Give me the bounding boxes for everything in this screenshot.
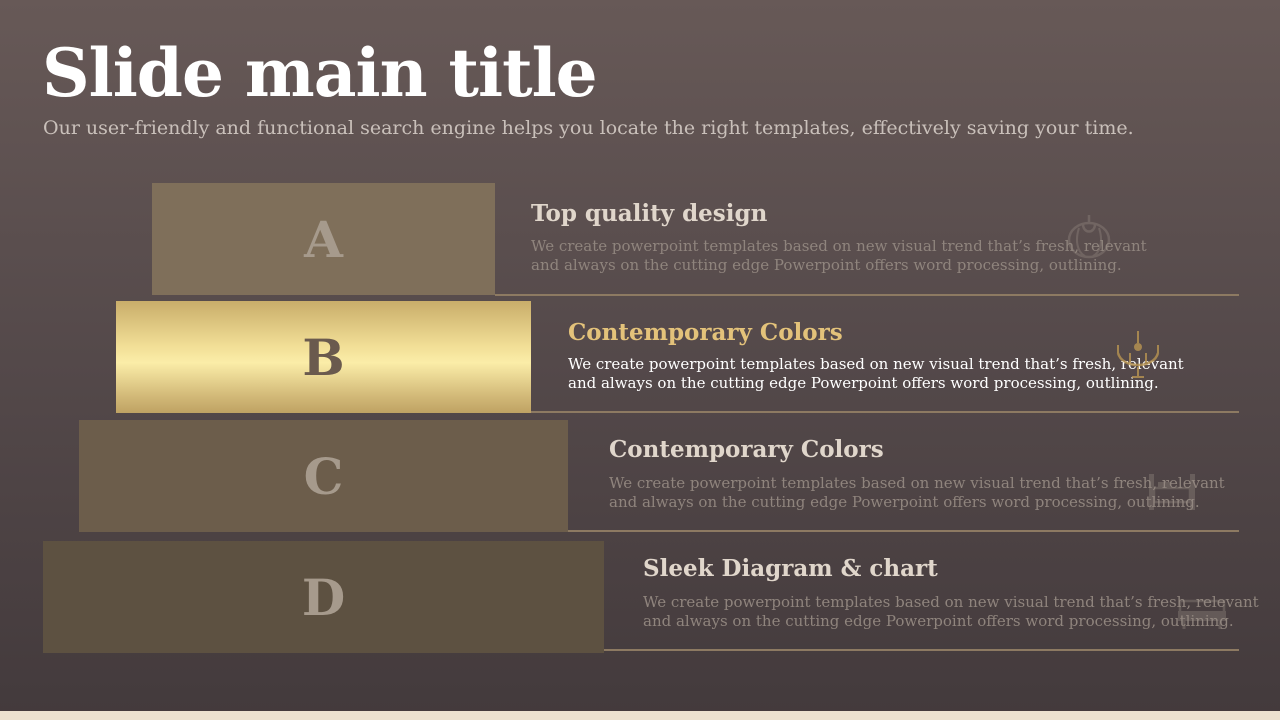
row-divider [604, 649, 1239, 651]
step-letter: C [303, 446, 344, 506]
step-block-a: A [152, 183, 495, 295]
step-row-a: A Top quality design We create powerpoin… [0, 183, 1280, 303]
step-block-d: D [43, 541, 604, 653]
step-block-b: B [116, 301, 531, 413]
step-block-c: C [79, 420, 568, 532]
chandelier-icon [1116, 331, 1160, 378]
step-row-b: B Contemporary Colors We create powerpoi… [0, 301, 1280, 421]
pumpkin-icon [1067, 215, 1111, 259]
step-description: We create powerpoint templates based on … [531, 237, 1147, 274]
row-divider [495, 294, 1239, 296]
step-letter: A [304, 209, 343, 269]
sofa-icon [1178, 599, 1226, 629]
step-letter: B [302, 327, 345, 387]
step-heading: Contemporary Colors [568, 319, 843, 346]
footer-band [0, 711, 1280, 720]
row-divider [531, 411, 1239, 413]
slide-subtitle: Our user-friendly and functional search … [43, 117, 1134, 139]
step-description: We create powerpoint templates based on … [609, 474, 1225, 511]
step-heading: Sleek Diagram & chart [643, 555, 938, 582]
step-heading: Contemporary Colors [609, 436, 884, 463]
step-letter: D [301, 567, 346, 627]
step-description: We create powerpoint templates based on … [568, 355, 1184, 392]
bed-icon [1149, 474, 1195, 510]
step-row-c: C Contemporary Colors We create powerpoi… [0, 420, 1280, 540]
slide-title: Slide main title [42, 34, 598, 112]
step-heading: Top quality design [531, 200, 768, 227]
row-divider [568, 530, 1239, 532]
step-row-d: D Sleek Diagram & chart We create powerp… [0, 541, 1280, 661]
step-description: We create powerpoint templates based on … [643, 593, 1259, 630]
